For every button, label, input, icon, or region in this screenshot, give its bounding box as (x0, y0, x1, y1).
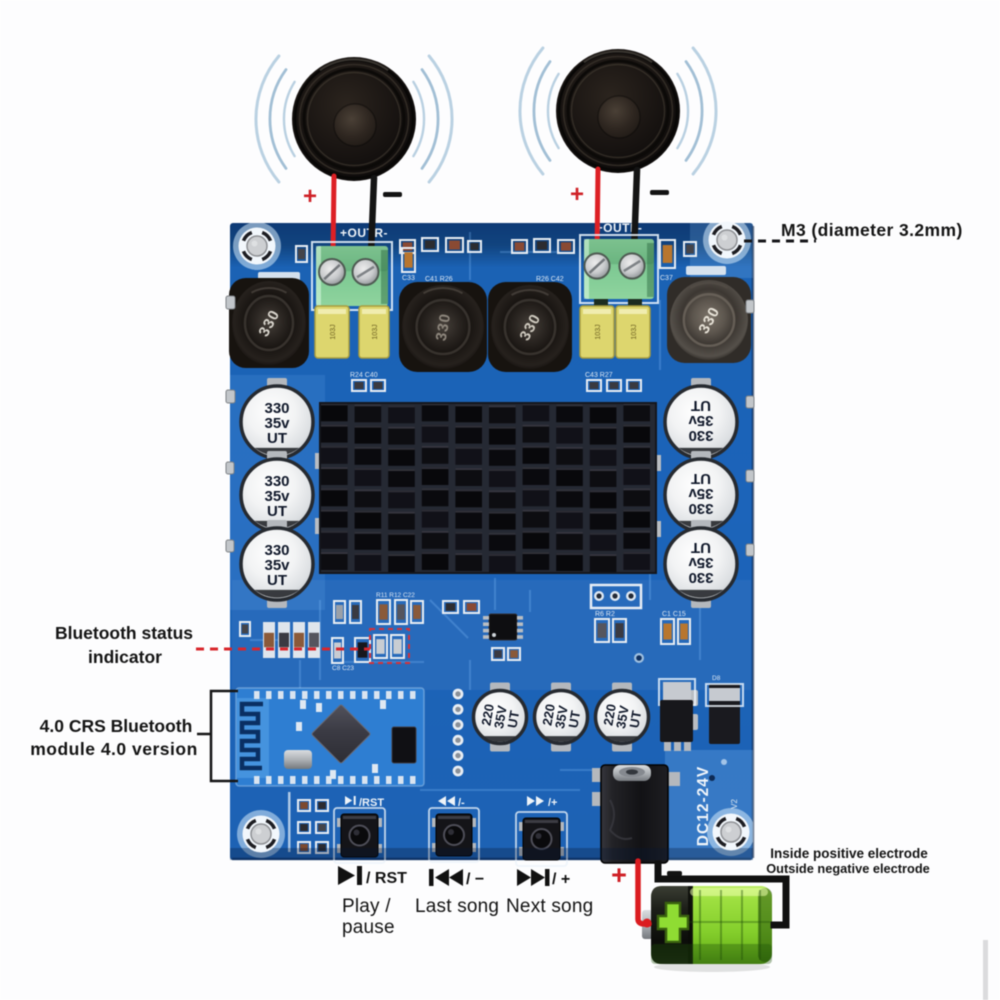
svg-text:103J: 103J (595, 324, 602, 339)
svg-text:35v: 35v (688, 485, 714, 502)
svg-text:+: + (303, 183, 317, 210)
svg-text:Next song: Next song (506, 896, 593, 917)
svg-text:DC12-24V: DC12-24V (695, 766, 712, 846)
svg-text:220: 220 (478, 703, 497, 727)
svg-text:UT: UT (691, 539, 711, 556)
svg-text:D8: D8 (712, 675, 721, 682)
svg-text:103J: 103J (330, 324, 337, 339)
svg-text:/RST: /RST (359, 797, 384, 809)
svg-text:C33: C33 (402, 275, 415, 282)
svg-text:Outside negative electrode: Outside negative electrode (766, 861, 930, 876)
svg-text:/-: /- (458, 797, 465, 809)
svg-text:R26 C42: R26 C42 (536, 276, 564, 283)
svg-text:35v: 35v (688, 412, 714, 429)
svg-text:Inside positive electrode: Inside positive electrode (770, 846, 928, 861)
svg-text:+: + (611, 860, 627, 890)
svg-text:C43 R27: C43 R27 (585, 372, 613, 379)
svg-text:C41 R26: C41 R26 (425, 276, 453, 283)
svg-text:R24 C40: R24 C40 (350, 372, 378, 379)
svg-text:V2: V2 (730, 799, 739, 809)
svg-text:+OUTL-: +OUTL- (596, 221, 643, 235)
svg-text:UT: UT (267, 572, 287, 589)
svg-text:330: 330 (264, 542, 289, 559)
svg-text:R11 R12 C22: R11 R12 C22 (376, 592, 415, 599)
svg-text:4.0 CRS Bluetooth: 4.0 CRS Bluetooth (40, 716, 193, 736)
svg-text:35V: 35V (613, 704, 632, 730)
svg-text:UT: UT (267, 503, 287, 520)
svg-text:UT: UT (691, 397, 711, 414)
svg-text:module 4.0 version: module 4.0 version (30, 739, 198, 759)
svg-text:C8 C23: C8 C23 (332, 665, 354, 672)
svg-text:UT: UT (626, 709, 644, 729)
svg-text:/+: /+ (548, 797, 557, 809)
svg-text:Play /: Play / (342, 896, 391, 917)
svg-text:35v: 35v (264, 557, 290, 574)
svg-text:220: 220 (539, 703, 558, 727)
svg-text:/ RST: / RST (366, 870, 407, 887)
svg-text:35V: 35V (491, 704, 510, 730)
svg-text:103J: 103J (631, 324, 638, 339)
svg-text:UT: UT (565, 709, 583, 729)
svg-text:+: + (570, 181, 584, 208)
svg-text:Last song: Last song (415, 896, 499, 917)
svg-text:R6 R2: R6 R2 (595, 611, 615, 618)
svg-text:Bluetooth status: Bluetooth status (55, 623, 193, 643)
svg-text:330: 330 (264, 400, 289, 417)
svg-text:indicator: indicator (88, 647, 162, 667)
svg-text:330: 330 (264, 473, 289, 490)
svg-text:UT: UT (267, 430, 287, 447)
svg-text:UT: UT (691, 470, 711, 487)
svg-text:330: 330 (433, 312, 455, 343)
svg-text:330: 330 (688, 569, 713, 586)
svg-text:35V: 35V (552, 704, 571, 730)
svg-text:35v: 35v (264, 415, 290, 432)
svg-text:M3 (diameter 3.2mm): M3 (diameter 3.2mm) (781, 220, 963, 240)
svg-text:pause: pause (342, 917, 395, 938)
svg-text:+OUTR-: +OUTR- (340, 226, 388, 240)
svg-text:/ −: / − (466, 871, 484, 888)
svg-text:/ +: / + (552, 871, 570, 888)
svg-text:35v: 35v (688, 554, 714, 571)
svg-text:330: 330 (688, 427, 713, 444)
svg-text:UT: UT (504, 709, 522, 729)
svg-text:C1 C15: C1 C15 (662, 611, 686, 618)
svg-text:330: 330 (688, 500, 713, 517)
svg-text:35v: 35v (264, 488, 290, 505)
svg-text:220: 220 (600, 703, 619, 727)
svg-text:C37: C37 (660, 275, 673, 282)
svg-text:103J: 103J (372, 324, 379, 339)
